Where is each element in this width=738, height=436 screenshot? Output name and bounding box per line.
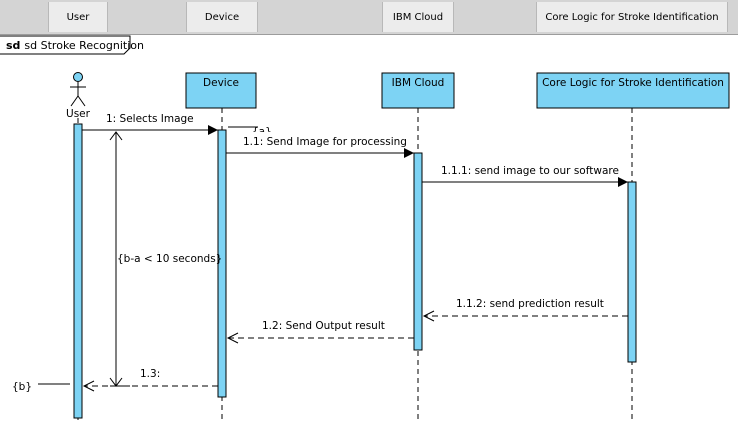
lifeline-head-box: [536, 72, 730, 109]
actor-right-leg-icon: [77, 95, 86, 107]
actor-label: User: [66, 108, 91, 120]
header-column-device[interactable]: Device: [186, 2, 258, 32]
message-label: 1.1: Send Image for processing: [243, 136, 407, 148]
duration-top-arrow-icon: [109, 131, 123, 141]
activation-bar-user[interactable]: [73, 123, 83, 419]
lifeline-header-bar: User Device IBM Cloud Core Logic for Str…: [0, 0, 738, 35]
message-send-image-processing[interactable]: 1.1: Send Image for processing: [226, 136, 414, 158]
message-arrowhead-icon: [82, 380, 95, 392]
actor-left-leg-icon: [70, 95, 79, 107]
lifeline-head-ibm-cloud[interactable]: IBM Cloud: [381, 72, 455, 109]
message-arrowhead-icon: [422, 310, 435, 322]
header-column-label: Core Logic for Stroke Identification: [545, 11, 719, 23]
activation-bar-device[interactable]: [217, 129, 227, 398]
time-observation-b[interactable]: {b}: [12, 381, 70, 393]
frame-tab-border: [0, 35, 131, 55]
message-send-prediction-result[interactable]: 1.1.2: send prediction result: [422, 298, 628, 322]
duration-constraint-label: {b-a < 10 seconds}: [117, 253, 222, 265]
message-label: 1.1.1: send image to our software: [441, 165, 619, 177]
header-column-ibm-cloud[interactable]: IBM Cloud: [382, 2, 454, 32]
lifeline-head-device[interactable]: Device: [185, 72, 257, 109]
activation-bar-ibm-cloud[interactable]: [413, 152, 423, 351]
message-label: 1.3:: [140, 368, 160, 380]
header-column-label: IBM Cloud: [392, 11, 444, 23]
message-label: 1.2: Send Output result: [262, 320, 385, 332]
lifeline-head-box: [185, 72, 257, 109]
lifeline-head-core-logic[interactable]: Core Logic for Stroke Identification: [536, 72, 730, 109]
message-send-output-result[interactable]: 1.2: Send Output result: [226, 320, 414, 344]
time-observation-label: {a}: [252, 126, 272, 138]
actor-head-icon: [73, 72, 83, 82]
message-selects-image[interactable]: 1: Selects Image: [82, 113, 218, 135]
message-label: 1.1.2: send prediction result: [456, 298, 604, 310]
header-column-core-logic[interactable]: Core Logic for Stroke Identification: [536, 2, 728, 32]
lifeline-head-label: Core Logic for Stroke Identification: [542, 77, 724, 89]
actor-user[interactable]: User: [66, 72, 91, 121]
duration-constraint[interactable]: {b-a < 10 seconds}: [109, 131, 222, 387]
lifeline-head-label: Device: [203, 77, 239, 89]
header-column-user[interactable]: User: [48, 2, 108, 32]
lifeline-head-label: IBM Cloud: [392, 77, 445, 89]
message-send-image-software[interactable]: 1.1.1: send image to our software: [422, 165, 628, 187]
message-return-to-user[interactable]: 1.3:: [82, 368, 218, 392]
lifeline-head-box: [381, 72, 455, 109]
frame-tab[interactable]: sd sd Stroke Recognition: [0, 36, 148, 54]
time-observation-a[interactable]: {a}: [228, 126, 272, 138]
time-observation-label: {b}: [12, 381, 32, 393]
message-arrowhead-icon: [226, 332, 239, 344]
frame-title: sd Stroke Recognition: [24, 38, 144, 52]
header-column-label: Device: [204, 11, 240, 23]
message-label: 1: Selects Image: [106, 113, 194, 125]
header-column-label: User: [66, 11, 90, 23]
activation-bar-core-logic[interactable]: [627, 181, 637, 363]
frame-keyword: sd: [6, 38, 21, 52]
